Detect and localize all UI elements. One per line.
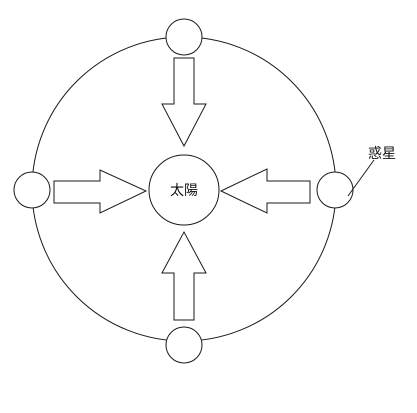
planet-label: 惑星 [368,146,396,162]
arrow-top-to-sun [161,57,207,148]
planet-right [316,171,354,209]
arrow-bottom-to-sun [161,230,207,321]
arrow-left-to-sun [53,169,148,214]
planet-label-leader-line [347,159,375,197]
planet-left [13,171,51,209]
planet-bottom [165,326,203,364]
sun-circle [148,154,220,226]
sun-label: 太陽 [170,183,198,199]
planet-top [165,18,203,56]
arrow-right-to-sun [219,168,311,214]
